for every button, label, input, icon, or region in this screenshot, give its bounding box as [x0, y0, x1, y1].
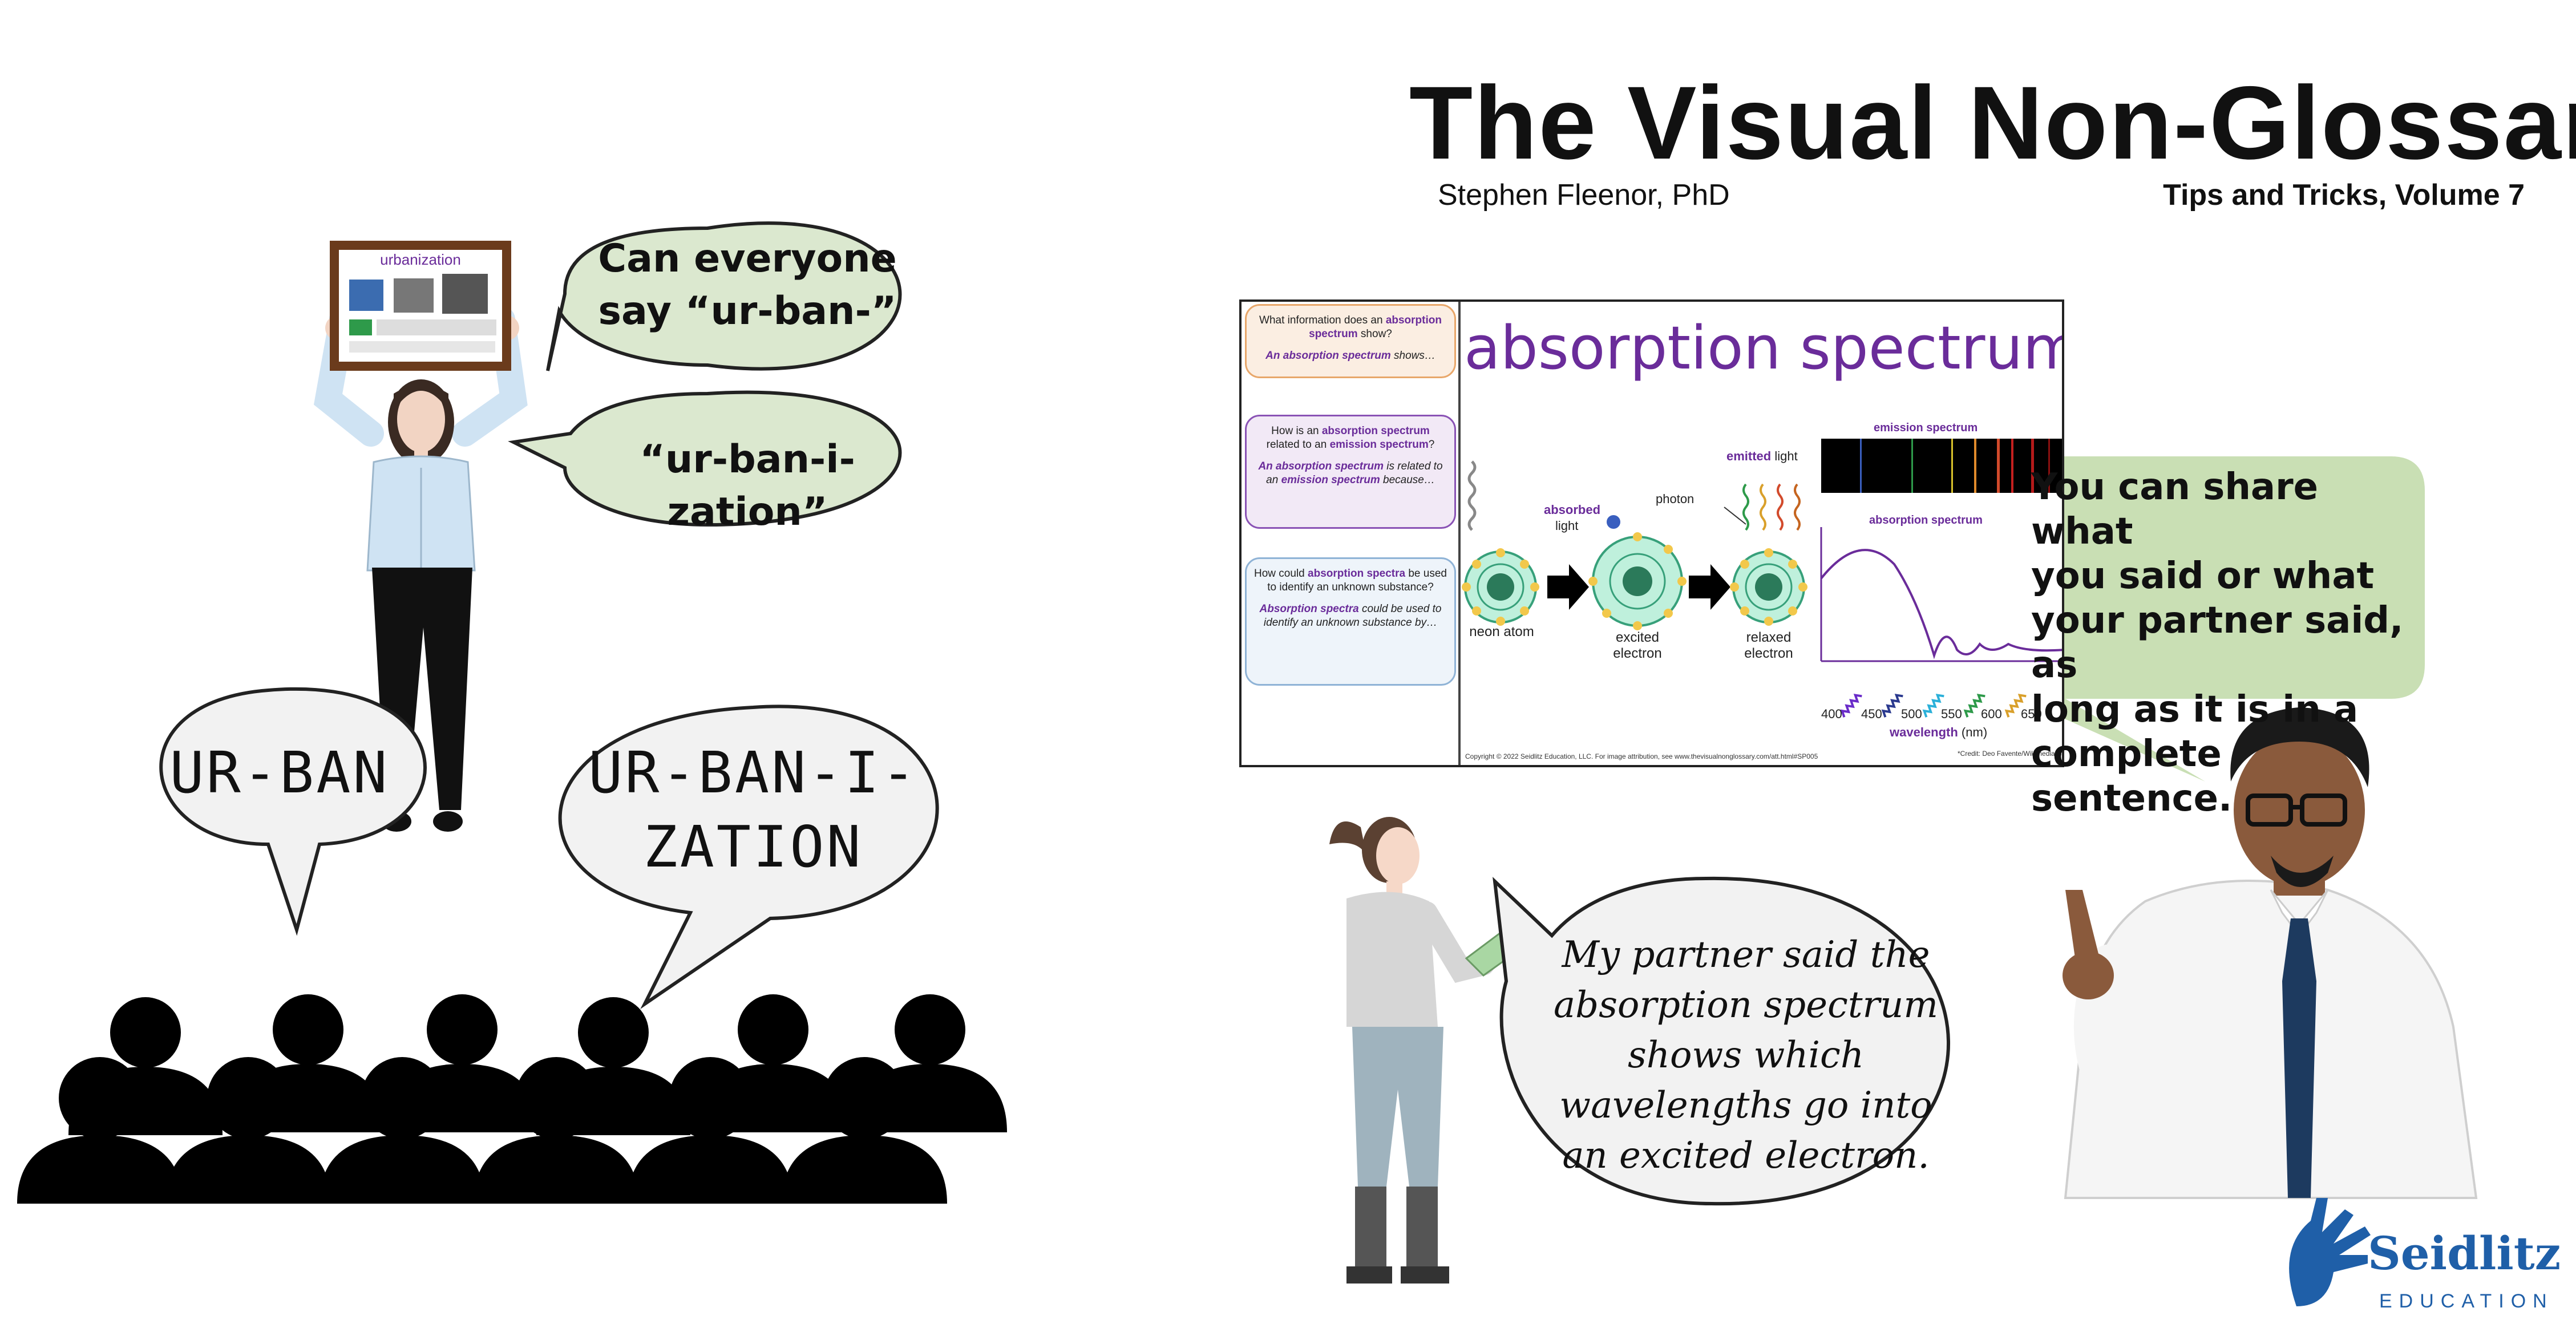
crowd-bubble-2-line: UR-BAN-I- [588, 739, 918, 806]
student-bubble-text: My partner said the absorption spectrum … [1529, 930, 1963, 1181]
neon-atom-label: neon atom [1469, 624, 1534, 639]
man-bubble-line: long as it is in a [2031, 689, 2359, 731]
tick-label: 600 [1981, 707, 2002, 721]
teacher-figure [313, 306, 528, 832]
teacher-bubble-1 [546, 221, 902, 371]
man-figure [2063, 707, 2478, 1199]
student-bubble-line: an excited electron. [1562, 1135, 1930, 1177]
man-bubble [2014, 456, 2425, 782]
tick-label: 450 [1861, 707, 1882, 721]
absorbed-light-wave [1467, 460, 1477, 531]
vocabulary-slide: absorption spectrum What information doe… [1239, 299, 2064, 767]
excited-electron-label: excited electron [1613, 630, 1662, 661]
wavelength-axis-label: wavelength (nm) [1890, 725, 1988, 739]
teacher-bubble-1-line: say “ur-ban-” [598, 289, 897, 334]
emission-spectrum-strip [1821, 439, 2062, 493]
neon-atom-icon [1462, 548, 1539, 626]
absorption-spectrum-label: absorption spectrum [1869, 514, 1983, 527]
man-bubble-line: you said or what [2031, 555, 2375, 597]
teacher-bubble-1-line: Can everyone [598, 236, 897, 281]
logo-subtitle: EDUCATION [2379, 1290, 2554, 1312]
absorption-curve [1820, 549, 2062, 659]
emitted-light-label: emitted light [1726, 449, 1798, 463]
question-card-1: What information does an absorption spec… [1245, 304, 1456, 378]
slide-title: absorption spectrum [1464, 313, 2064, 383]
student-bubble-line: absorption spectrum [1553, 984, 1939, 1026]
emitted-wave [1777, 483, 1784, 531]
page-title: The Visual Non-Glossary [1409, 64, 2576, 181]
volume-label: Tips and Tricks, Volume 7 [2163, 179, 2525, 212]
relaxed-electron-label: relaxed electron [1744, 630, 1793, 661]
relaxed-atom-icon [1730, 548, 1807, 626]
question-card-2: How is an absorption spectrum related to… [1245, 415, 1456, 529]
question-card-3: How could absorption spectra be used to … [1245, 557, 1456, 686]
photon-dot [1607, 515, 1620, 529]
arrow-icon [1689, 564, 1730, 610]
copyright-text: Copyright © 2022 Seidlitz Education, LLC… [1465, 752, 1818, 760]
teacher-bubble-2-text: “ur-ban-i-zation” [640, 437, 855, 535]
slide-divider [1458, 302, 1461, 765]
teacher-bubble-1-text: Can everyone say “ur-ban-” [582, 233, 913, 338]
author-name: Stephen Fleenor, PhD [1438, 179, 1730, 212]
emitted-wave [1760, 483, 1766, 531]
student-bubble [1493, 876, 1950, 1206]
crowd-bubble-2-text: UR-BAN-I- ZATION [548, 736, 959, 884]
teacher-bubble-2 [508, 390, 902, 527]
man-bubble-text: You can share what you said or what your… [2031, 465, 2419, 821]
student-bubble-line: wavelengths go into [1559, 1084, 1932, 1127]
tick-label: 650 [2021, 707, 2042, 721]
emitted-wave [1794, 483, 1801, 531]
absorbed-light-label: absorbed [1544, 503, 1601, 517]
man-bubble-line: complete sentence. [2031, 733, 2233, 820]
photon-label: photon [1656, 492, 1695, 506]
tick-label: 400 [1821, 707, 1842, 721]
sign-title: urbanization [380, 251, 461, 268]
student-bubble-line: shows which [1627, 1034, 1865, 1076]
excited-atom-icon [1588, 532, 1687, 630]
man-bubble-line: your partner said, as [2031, 600, 2404, 686]
tick-label: 550 [1941, 707, 1962, 721]
tick-label: 500 [1901, 707, 1922, 721]
seidlitz-hand-logo-icon [2289, 1198, 2371, 1306]
logo-name: Seidlitz [2368, 1226, 2561, 1280]
crowd-bubble-2-line: ZATION [643, 813, 863, 880]
urbanization-sign [330, 241, 511, 371]
emission-spectrum-label: emission spectrum [1874, 422, 1978, 434]
wavelength-ticks: 400 450 500 550 600 650 [1821, 707, 2062, 724]
credit-text: *Credit: Deo Favente/Wikimedia Commons [1958, 750, 2062, 758]
absorbed-light-label-2: light [1555, 519, 1579, 533]
arrow-icon [1547, 564, 1589, 610]
crowd-bubble-1 [159, 687, 427, 936]
audience [17, 994, 1007, 1204]
crowd-bubble-1-text: UR-BAN [169, 739, 390, 806]
crowd-bubble-2 [558, 705, 939, 1009]
emitted-wave [1742, 483, 1749, 531]
student-bubble-line: My partner said the [1562, 934, 1930, 976]
absorption-diagram [1462, 439, 2062, 718]
man-bubble-line: You can share what [2031, 466, 2319, 553]
